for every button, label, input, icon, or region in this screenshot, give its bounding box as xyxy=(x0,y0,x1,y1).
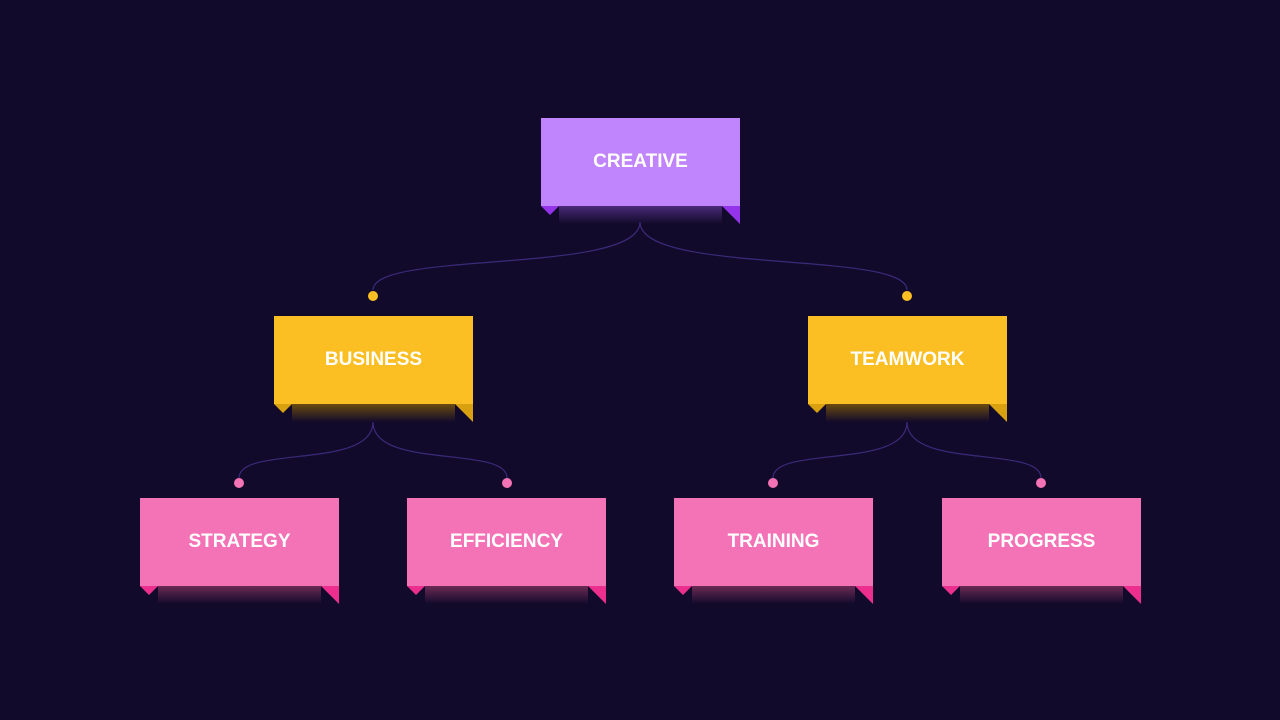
connector-business-efficiency xyxy=(372,421,508,479)
node-teamwork-fold-right xyxy=(989,404,1007,422)
node-business-shadow xyxy=(292,404,455,422)
node-teamwork-label: TEAMWORK xyxy=(808,316,1007,404)
connector-dot-business xyxy=(368,291,378,301)
node-creative-shadow xyxy=(559,206,722,224)
node-progress-label: PROGRESS xyxy=(942,498,1141,586)
connector-teamwork-training xyxy=(772,421,908,479)
node-progress-fold-left xyxy=(942,586,960,604)
connector-dot-efficiency xyxy=(502,478,512,488)
connector-creative-business xyxy=(372,221,641,291)
node-creative: CREATIVE xyxy=(541,118,740,224)
node-strategy-fold-right xyxy=(321,586,339,604)
node-training-fold-left xyxy=(674,586,692,604)
node-business-label: BUSINESS xyxy=(274,316,473,404)
node-efficiency-shadow xyxy=(425,586,588,604)
node-strategy-fold-left xyxy=(140,586,158,604)
node-business-fold-left xyxy=(274,404,292,422)
connector-dot-training xyxy=(768,478,778,488)
node-progress-fold-right xyxy=(1123,586,1141,604)
connector-dot-strategy xyxy=(234,478,244,488)
node-teamwork: TEAMWORK xyxy=(808,316,1007,422)
connector-business-strategy xyxy=(238,421,374,479)
node-training-shadow xyxy=(692,586,855,604)
node-strategy-label: STRATEGY xyxy=(140,498,339,586)
node-strategy: STRATEGY xyxy=(140,498,339,604)
node-creative-label: CREATIVE xyxy=(541,118,740,206)
node-training: TRAINING xyxy=(674,498,873,604)
node-efficiency-label: EFFICIENCY xyxy=(407,498,606,586)
node-creative-fold-right xyxy=(722,206,740,224)
node-progress-shadow xyxy=(960,586,1123,604)
connector-dot-teamwork xyxy=(902,291,912,301)
connector-teamwork-progress xyxy=(906,421,1042,479)
node-efficiency-fold-left xyxy=(407,586,425,604)
node-efficiency: EFFICIENCY xyxy=(407,498,606,604)
node-teamwork-fold-left xyxy=(808,404,826,422)
connector-dot-progress xyxy=(1036,478,1046,488)
node-efficiency-fold-right xyxy=(588,586,606,604)
node-creative-fold-left xyxy=(541,206,559,224)
node-business: BUSINESS xyxy=(274,316,473,422)
node-strategy-shadow xyxy=(158,586,321,604)
node-progress: PROGRESS xyxy=(942,498,1141,604)
connector-creative-teamwork xyxy=(639,221,908,291)
node-business-fold-right xyxy=(455,404,473,422)
node-training-fold-right xyxy=(855,586,873,604)
node-training-label: TRAINING xyxy=(674,498,873,586)
node-teamwork-shadow xyxy=(826,404,989,422)
